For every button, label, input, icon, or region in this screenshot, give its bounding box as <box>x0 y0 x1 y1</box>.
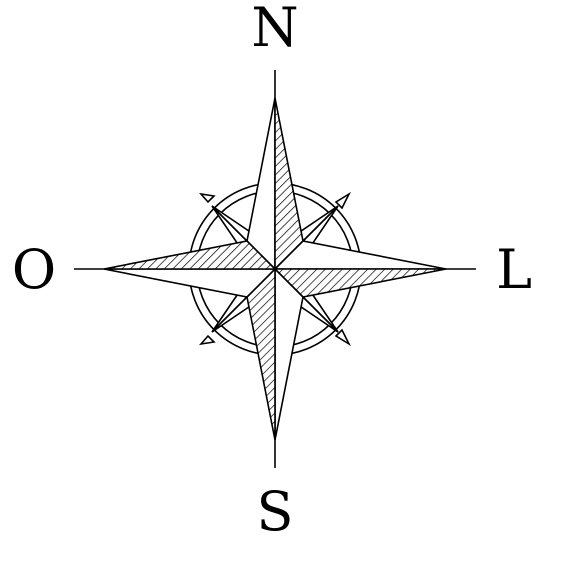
south-point-left <box>247 269 275 440</box>
south-point-right <box>275 269 303 440</box>
west-point-top <box>104 241 275 269</box>
spike-southwest <box>201 336 214 344</box>
compass-rose <box>74 70 476 468</box>
west-point-bottom <box>104 269 275 297</box>
spike-northwest <box>201 194 214 202</box>
north-point-right <box>275 98 303 269</box>
east-point-bottom <box>275 269 446 297</box>
south-label: S <box>257 480 294 543</box>
north-label: N <box>251 0 298 59</box>
north-point-left <box>247 98 275 269</box>
east-point-top <box>275 241 446 269</box>
west-label: O <box>12 238 56 301</box>
east-label: L <box>496 238 532 301</box>
